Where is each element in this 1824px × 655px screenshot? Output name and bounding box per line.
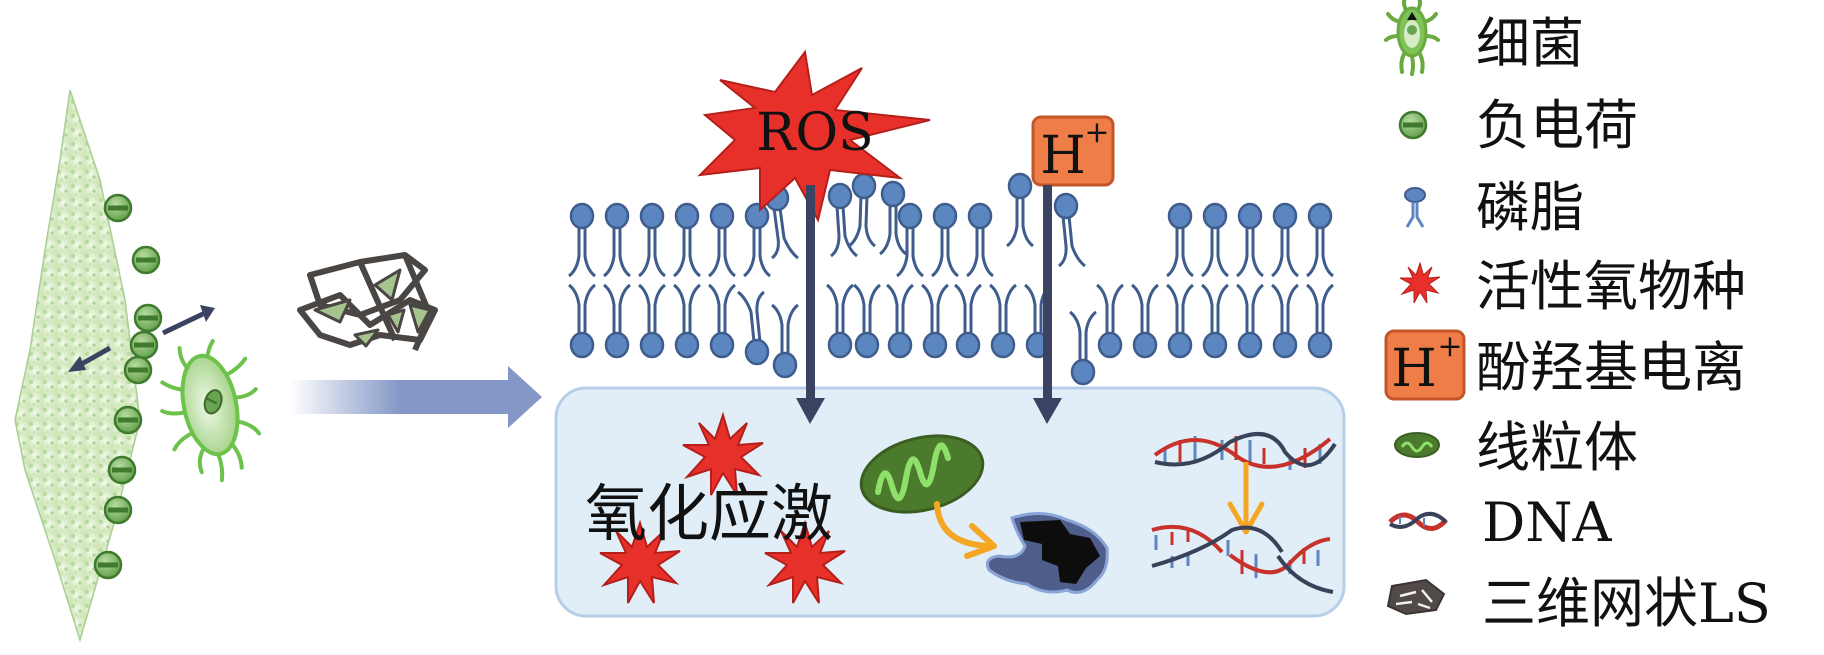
process-arrow [290, 366, 542, 428]
surface-charge [107, 455, 137, 485]
damage-arrow [934, 501, 997, 559]
legend-label-bacteria: 细菌 [1476, 12, 1584, 75]
phospholipid-bottom [771, 303, 799, 379]
legend: 细菌 负电荷 磷脂 活性氧物种 H + 酚羟基电离 [1384, 0, 1771, 635]
ros-penetration-arrow [796, 185, 825, 424]
phospholipid-top [638, 202, 666, 278]
phospholipid-top [1271, 202, 1299, 278]
phospholipid-bottom [1166, 283, 1194, 359]
phospholipid-top [708, 202, 736, 278]
phospholipid-top [1236, 202, 1264, 278]
ros-star-icon [1399, 262, 1441, 304]
h-plus-penetration-arrow [1033, 185, 1062, 424]
phospholipid-top [603, 202, 631, 278]
dna-damage-arrow [1227, 462, 1265, 535]
phospholipid-top [966, 202, 994, 278]
legend-item-h-plus: H + 酚羟基电离 [1384, 329, 1746, 401]
phospholipid-bottom [673, 283, 701, 359]
legend-label-ros: 活性氧物种 [1476, 255, 1746, 318]
dna-intact [1153, 432, 1337, 470]
ls-network-icon [1386, 578, 1446, 616]
bacterium [160, 339, 261, 483]
phospholipid-bottom [989, 283, 1017, 359]
surface-charge [129, 330, 159, 360]
phospholipid-top [1006, 172, 1034, 248]
surface-charge [93, 550, 123, 580]
legend-item-negative-charge: 负电荷 [1398, 94, 1638, 157]
ls-network [297, 252, 438, 352]
oxidative-stress-label: 氧化应激 [585, 477, 833, 550]
legend-label-phospholipid: 磷脂 [1476, 176, 1584, 239]
phospholipid-bottom [1131, 283, 1159, 359]
phospholipid-bottom [603, 283, 631, 359]
legend-label-negative-charge: 负电荷 [1476, 94, 1638, 157]
legend-h-plus-main: H [1391, 339, 1436, 399]
ros-burst: ROS [697, 49, 931, 223]
dna-icon [1388, 511, 1448, 531]
h-plus-superscript: + [1084, 115, 1109, 150]
repulsion-arrows [68, 305, 215, 372]
phospholipid-bottom [826, 283, 854, 359]
bacteria-icon [1384, 0, 1440, 76]
phospholipid-bottom [737, 290, 770, 366]
legend-item-bacteria: 细菌 [1384, 0, 1584, 76]
h-plus-icon: H + [1384, 329, 1466, 401]
phospholipid-top [896, 202, 924, 278]
phospholipid-bottom [954, 283, 982, 359]
mitochondria-icon [1394, 432, 1440, 458]
phospholipid-bottom [886, 283, 914, 359]
phospholipid-top [827, 182, 858, 258]
phospholipid-top [931, 202, 959, 278]
phospholipid-bottom [638, 283, 666, 359]
phospholipid-bottom [1096, 283, 1124, 359]
phospholipid-bottom [568, 283, 596, 359]
legend-label-mitochondria: 线粒体 [1476, 416, 1638, 479]
damaged-protein [985, 512, 1109, 594]
phospholipid-top [673, 202, 701, 278]
ros-label: ROS [756, 103, 873, 163]
legend-item-ros: 活性氧物种 [1399, 255, 1746, 318]
surface-charge [133, 303, 163, 333]
phospholipid-bottom [853, 283, 881, 359]
h-plus-label: H [1040, 126, 1085, 186]
phospholipid-top [879, 180, 907, 256]
negative-charge-icon [1398, 110, 1428, 140]
phospholipid-top [1053, 192, 1086, 268]
legend-item-mitochondria: 线粒体 [1394, 416, 1638, 479]
phospholipid-bottom [1201, 283, 1229, 359]
lipid-bilayer [568, 172, 1334, 386]
legend-label-dna: DNA [1482, 491, 1613, 554]
phospholipid-bottom [1236, 283, 1264, 359]
surface-charge [103, 495, 133, 525]
legend-h-plus-sup: + [1437, 329, 1462, 364]
legend-label-h-plus: 酚羟基电离 [1476, 336, 1746, 399]
surface-charge [113, 405, 143, 435]
phospholipid-top [568, 202, 596, 278]
surface-charge [123, 355, 153, 385]
phospholipid-top [848, 172, 877, 248]
phospholipid-top [1306, 202, 1334, 278]
legend-label-ls-network: 三维网状LS [1482, 572, 1771, 635]
phospholipid-bottom [1271, 283, 1299, 359]
mitochondrion [859, 434, 985, 514]
legend-item-phospholipid: 磷脂 [1404, 176, 1584, 239]
surface-charge [103, 193, 133, 223]
legend-item-ls-network: 三维网状LS [1386, 572, 1771, 635]
phospholipid-icon [1404, 187, 1426, 228]
phospholipid-bottom [1069, 310, 1097, 386]
surface-charge [131, 245, 161, 275]
phospholipid-bottom [921, 283, 949, 359]
legend-item-dna: DNA [1388, 491, 1613, 554]
phospholipid-top [1166, 202, 1194, 278]
phospholipid-bottom [708, 283, 736, 359]
phospholipid-bottom [1306, 283, 1334, 359]
h-plus-badge: H + [1031, 115, 1115, 187]
phospholipid-top [1201, 202, 1229, 278]
dna-damaged [1151, 524, 1334, 594]
phospholipid-top [743, 202, 771, 278]
